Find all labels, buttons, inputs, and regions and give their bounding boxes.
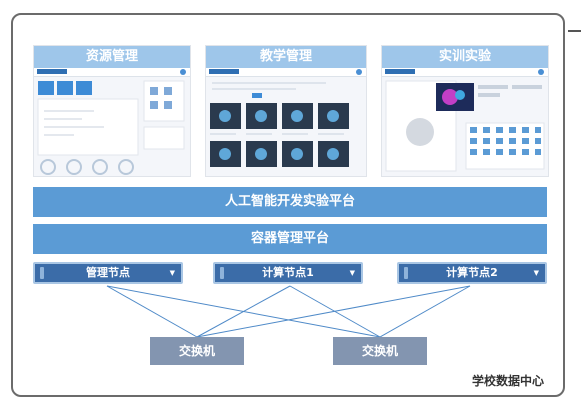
ai-platform-bar: 人工智能开发实验平台 — [33, 187, 547, 217]
node-compute-2[interactable]: 计算节点2 ▼ — [397, 262, 547, 284]
course-grid-thumbnail — [210, 82, 349, 167]
switch-2: 交换机 — [333, 337, 427, 365]
panel-title: 实训实验 — [382, 46, 548, 68]
node-compute-1[interactable]: 计算节点1 ▼ — [213, 262, 363, 284]
mini-logo-icon — [385, 69, 415, 74]
mini-app-header — [382, 68, 548, 77]
mini-logo-icon — [37, 69, 67, 74]
container-platform-bar: 容器管理平台 — [33, 224, 547, 254]
dropdown-caret-icon: ▼ — [349, 269, 355, 277]
dropdown-caret-icon: ▼ — [169, 269, 175, 277]
panel-title: 教学管理 — [206, 46, 366, 68]
node-label: 管理节点 — [86, 266, 130, 279]
panel-teaching-management: 教学管理 — [205, 45, 367, 177]
panel-practical-training: 实训实验 — [381, 45, 549, 177]
mini-avatar-icon — [356, 69, 362, 75]
panel-resource-management: 资源管理 — [33, 45, 191, 177]
resource-dashboard-thumbnail — [37, 80, 185, 175]
node-handle-icon — [40, 267, 44, 279]
mini-app-header — [34, 68, 190, 77]
mini-avatar-icon — [180, 69, 186, 75]
frame-corner-tick — [568, 30, 581, 32]
node-label: 计算节点2 — [446, 266, 498, 279]
node-management[interactable]: 管理节点 ▼ — [33, 262, 183, 284]
lab-thumbnail — [385, 80, 545, 172]
datacenter-label: 学校数据中心 — [472, 374, 545, 388]
node-label: 计算节点1 — [262, 266, 314, 279]
node-handle-icon — [404, 267, 408, 279]
node-handle-icon — [220, 267, 224, 279]
panel-title: 资源管理 — [34, 46, 190, 68]
mini-logo-icon — [209, 69, 239, 74]
dropdown-caret-icon: ▼ — [533, 269, 539, 277]
switch-1: 交换机 — [150, 337, 244, 365]
mini-app-header — [206, 68, 366, 77]
mini-avatar-icon — [538, 69, 544, 75]
